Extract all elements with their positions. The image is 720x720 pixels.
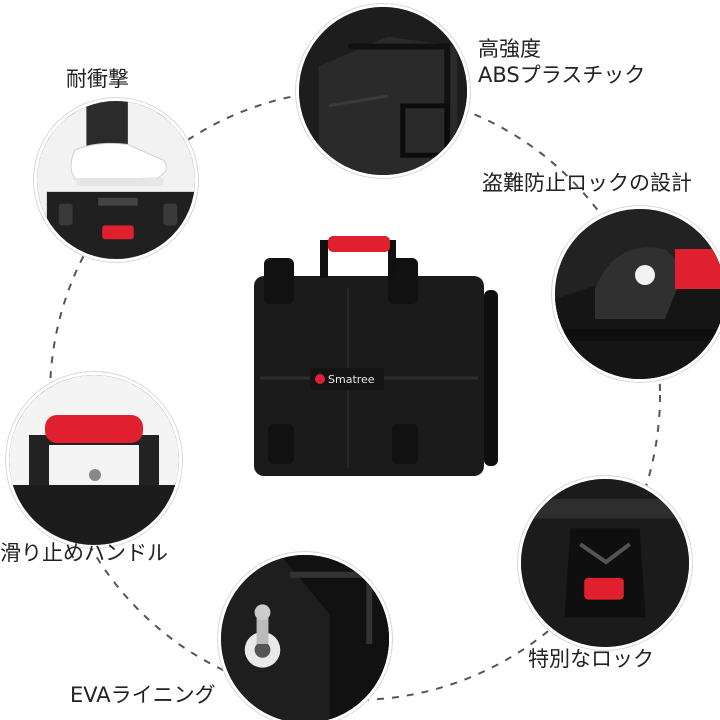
eva-lining-photo [218, 552, 392, 720]
shock-resistant-label: 耐衝撃 [66, 67, 129, 91]
abs-plastic-label: ABSプラスチック [478, 63, 646, 87]
eva-lining-label: EVAライニング [70, 683, 216, 707]
case-logo-text: Smatree [328, 373, 375, 386]
anti-theft-lock-label: 盗難防止ロックの設計 [482, 171, 692, 195]
non-slip-handle-photo [6, 372, 182, 548]
hard-case-product-image: Smatree [254, 236, 498, 476]
abs-plastic-texture-photo [296, 4, 470, 178]
shock-resistance-photo [34, 98, 198, 262]
non-slip-handle-label: 滑り止めハンドル [0, 541, 168, 565]
anti-theft-lock-photo [552, 206, 720, 382]
high-strength-label: 高強度 [478, 37, 541, 61]
special-lock-photo [518, 476, 692, 650]
special-lock-label: 特別なロック [528, 647, 654, 671]
